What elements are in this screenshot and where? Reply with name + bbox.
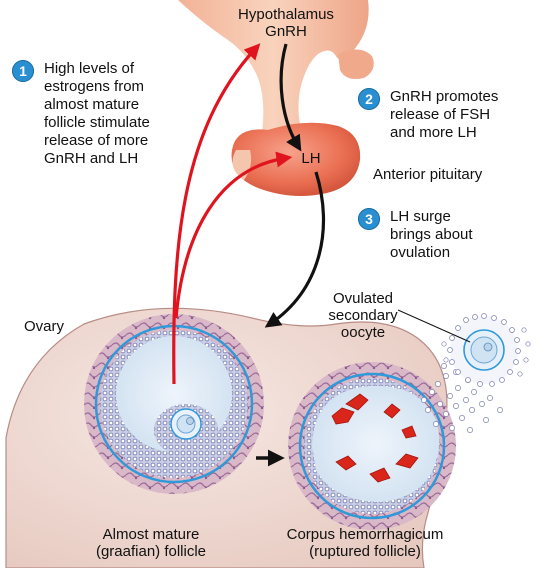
- step-2-badge: 2: [358, 88, 380, 110]
- step-1-text: High levels of estrogens from almost mat…: [44, 60, 150, 167]
- corpus-hemorrhagicum-label: Corpus hemorrhagicum (ruptured follicle): [286, 526, 444, 560]
- step-1-badge: 1: [12, 60, 34, 82]
- oocyte-label: Ovulated secondary oocyte: [328, 290, 398, 341]
- step-3-text: LH surge brings about ovulation: [390, 208, 473, 261]
- mammillary-bulge: [338, 49, 374, 79]
- step-2: 2 GnRH promotes release of FSH and more …: [358, 88, 498, 142]
- lh-label: LH: [301, 150, 321, 167]
- ruptured-follicle: [288, 362, 503, 530]
- graafian-follicle-label: Almost mature (graafian) follicle: [95, 526, 207, 560]
- anterior-pituitary: [231, 122, 361, 196]
- estrogen-to-pituitary-arrow: [174, 151, 293, 319]
- lh-to-ovary-arrow: [264, 171, 326, 328]
- oocyte-leader-line: [397, 309, 471, 343]
- estrogen-to-hypothalamus-arrow: [172, 43, 261, 385]
- step-3-badge: 3: [358, 208, 380, 230]
- ovary-label: Ovary: [24, 318, 65, 335]
- step-1: 1 High levels of estrogens from almost m…: [12, 60, 150, 168]
- anterior-pituitary-label: Anterior pituitary: [373, 166, 483, 183]
- hypothalamus-tissue: [178, 0, 369, 132]
- gnrh-label: GnRH: [265, 23, 307, 40]
- hypothalamus-title: Hypothalamus: [238, 6, 334, 23]
- step-2-text: GnRH promotes release of FSH and more LH: [390, 88, 499, 141]
- step-3: 3 LH surge brings about ovulation: [358, 208, 473, 262]
- gnrh-to-pituitary-arrow: [279, 43, 302, 152]
- ovulated-oocyte: [441, 313, 531, 387]
